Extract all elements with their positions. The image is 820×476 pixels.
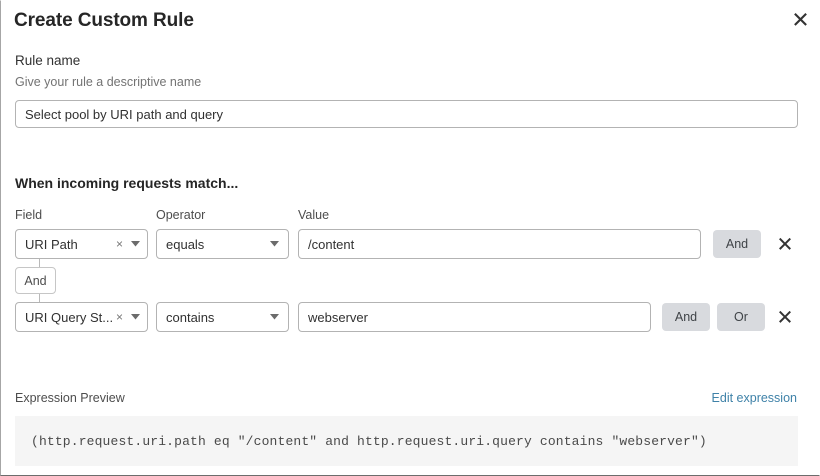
row-connector: And (15, 259, 165, 303)
chevron-down-icon[interactable] (268, 241, 280, 247)
edit-expression-link[interactable]: Edit expression (711, 391, 797, 405)
operator-select-1-value: equals (166, 236, 205, 252)
chevron-down-icon[interactable] (268, 314, 280, 320)
rule-name-helper-text: Give your rule a descriptive name (15, 75, 202, 89)
add-or-condition-button-2[interactable]: Or (717, 303, 765, 331)
expression-preview-code: (http.request.uri.path eq "/content" and… (31, 433, 707, 449)
dialog-close-button[interactable] (788, 6, 812, 30)
column-header-value: Value (298, 208, 330, 222)
value-input-1[interactable] (298, 229, 701, 259)
field-select-1[interactable]: URI Path × (15, 229, 148, 259)
field-select-2[interactable]: URI Query St... × (15, 302, 148, 332)
close-icon (793, 11, 808, 26)
value-input-2[interactable] (298, 302, 651, 332)
expression-preview-label: Expression Preview (15, 391, 125, 405)
connector-line-bottom (39, 294, 40, 303)
clear-x-icon[interactable]: × (115, 310, 123, 324)
match-section-heading: When incoming requests match... (15, 175, 239, 191)
rule-name-label: Rule name (15, 53, 81, 68)
delete-condition-button-2[interactable] (773, 305, 797, 329)
delete-condition-button-1[interactable] (773, 232, 797, 256)
add-and-condition-button-2[interactable]: And (662, 303, 710, 331)
column-header-field: Field (15, 208, 43, 222)
close-icon (778, 236, 792, 253)
expression-preview-box: (http.request.uri.path eq "/content" and… (15, 416, 798, 466)
connector-logic-toggle[interactable]: And (15, 267, 56, 294)
field-select-2-value: URI Query St... (25, 309, 113, 325)
close-icon (778, 309, 792, 326)
chevron-down-icon[interactable] (129, 314, 141, 320)
chevron-down-icon[interactable] (129, 241, 141, 247)
page-title: Create Custom Rule (14, 10, 194, 31)
clear-x-icon[interactable]: × (115, 237, 123, 251)
add-and-condition-button-1[interactable]: And (713, 230, 761, 258)
connector-line-top (39, 259, 40, 268)
field-select-1-value: URI Path (25, 236, 78, 252)
operator-select-2-value: contains (166, 309, 215, 325)
operator-select-1[interactable]: equals (156, 229, 289, 259)
operator-select-2[interactable]: contains (156, 302, 289, 332)
column-header-operator: Operator (156, 208, 206, 222)
rule-name-input[interactable] (15, 100, 798, 128)
